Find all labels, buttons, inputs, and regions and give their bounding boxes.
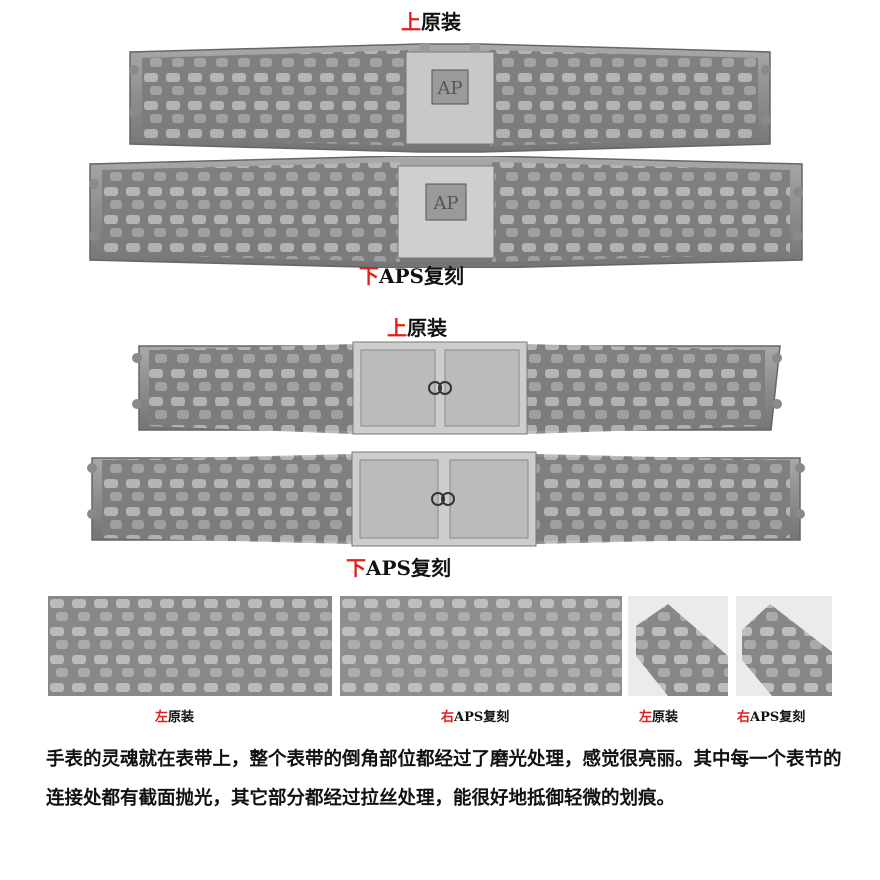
closeup-replica — [340, 596, 622, 696]
closeup-original — [48, 596, 332, 696]
thumb-label-replica-right-2: 右APS复刻 — [737, 710, 806, 725]
svg-text:AP: AP — [436, 78, 462, 99]
description-text: 手表的灵魂就在表带上，整个表带的倒角部位都经过了磨光处理，感觉很亮丽。其中每一个… — [46, 749, 842, 809]
edge-replica — [736, 596, 832, 696]
label-top-original-1: 上原装 — [401, 10, 461, 34]
bracelet-original-front: AP — [129, 43, 771, 153]
bracelet-replica-front: AP — [89, 156, 803, 268]
thumb-label-replica-right: 右APS复刻 — [441, 710, 510, 725]
bracelet-original-back — [132, 341, 782, 435]
edge-original — [628, 596, 728, 696]
bracelet-replica-back — [87, 451, 805, 547]
thumb-label-original-left-2: 左原装 — [639, 710, 679, 725]
label-top-original-2: 上原装 — [387, 316, 447, 340]
svg-text:AP: AP — [432, 193, 458, 214]
thumb-label-original-left: 左原装 — [155, 710, 195, 725]
label-bottom-replica-2: 下APS复刻 — [346, 556, 451, 580]
label-bottom-replica-1: 下APS复刻 — [359, 264, 464, 288]
